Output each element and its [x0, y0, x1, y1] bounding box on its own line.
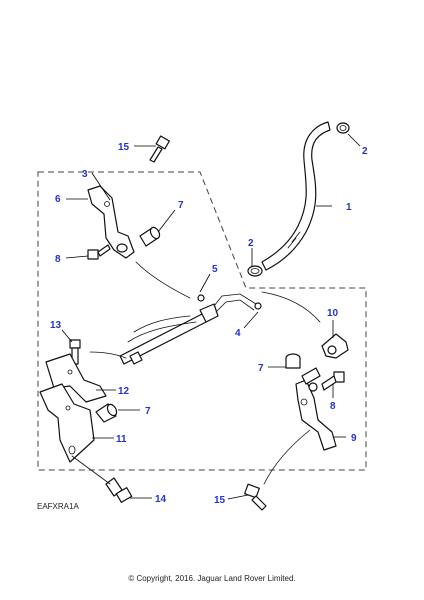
- callout-13: 13: [50, 320, 62, 331]
- callout-12: 12: [118, 386, 130, 397]
- callout-2-top: 2: [362, 146, 368, 157]
- bracket-9: [295, 367, 337, 451]
- sensor-10: [321, 333, 349, 359]
- copyright-notice: © Copyright, 2016. Jaguar Land Rover Lim…: [128, 574, 296, 583]
- bolt-right: [321, 371, 345, 391]
- callout-4: 4: [235, 328, 241, 339]
- reference-code: EAFXRA1A: [37, 502, 79, 511]
- callout-2-bottom: 2: [248, 238, 254, 249]
- callout-8-right: 8: [330, 401, 336, 412]
- pipe-continuation-lower: [89, 351, 127, 359]
- bolt-upper-left: [87, 244, 111, 260]
- callout-5: 5: [212, 264, 218, 275]
- callout-9: 9: [351, 433, 357, 444]
- clip-11: [39, 383, 95, 463]
- callout-1: 1: [346, 202, 352, 213]
- bolt-bottom: [244, 483, 267, 511]
- pipe-continuation-right: [261, 291, 321, 323]
- callout-8-upper: 8: [55, 254, 61, 265]
- callout-15-top: 15: [118, 142, 130, 153]
- bush-upper: [139, 226, 161, 247]
- callout-10: 10: [327, 308, 339, 319]
- pipe-continuation-left: [135, 261, 191, 299]
- pipe-assembly: [119, 293, 262, 365]
- bush-lower-left: [95, 403, 118, 423]
- callout-7-left: 7: [145, 406, 151, 417]
- callout-15-bottom: 15: [214, 495, 226, 506]
- callout-6: 6: [55, 194, 61, 205]
- coolant-hose: [261, 121, 331, 271]
- assembly-boundary: [37, 171, 367, 471]
- callout-7-upper: 7: [178, 200, 184, 211]
- bolt-top: [149, 135, 170, 163]
- hose-clamp-top: [336, 122, 350, 134]
- callout-11: 11: [116, 434, 127, 445]
- callout-7-right: 7: [258, 363, 264, 374]
- bolt-14: [105, 477, 133, 503]
- hose-clamp-bottom: [247, 265, 263, 277]
- bush-right: [285, 353, 301, 369]
- bolt-14-guide: [71, 455, 111, 485]
- bracket: [87, 185, 135, 259]
- bolt-15-guide: [263, 429, 311, 485]
- callout-14: 14: [155, 494, 167, 505]
- callout-3: 3: [82, 169, 88, 180]
